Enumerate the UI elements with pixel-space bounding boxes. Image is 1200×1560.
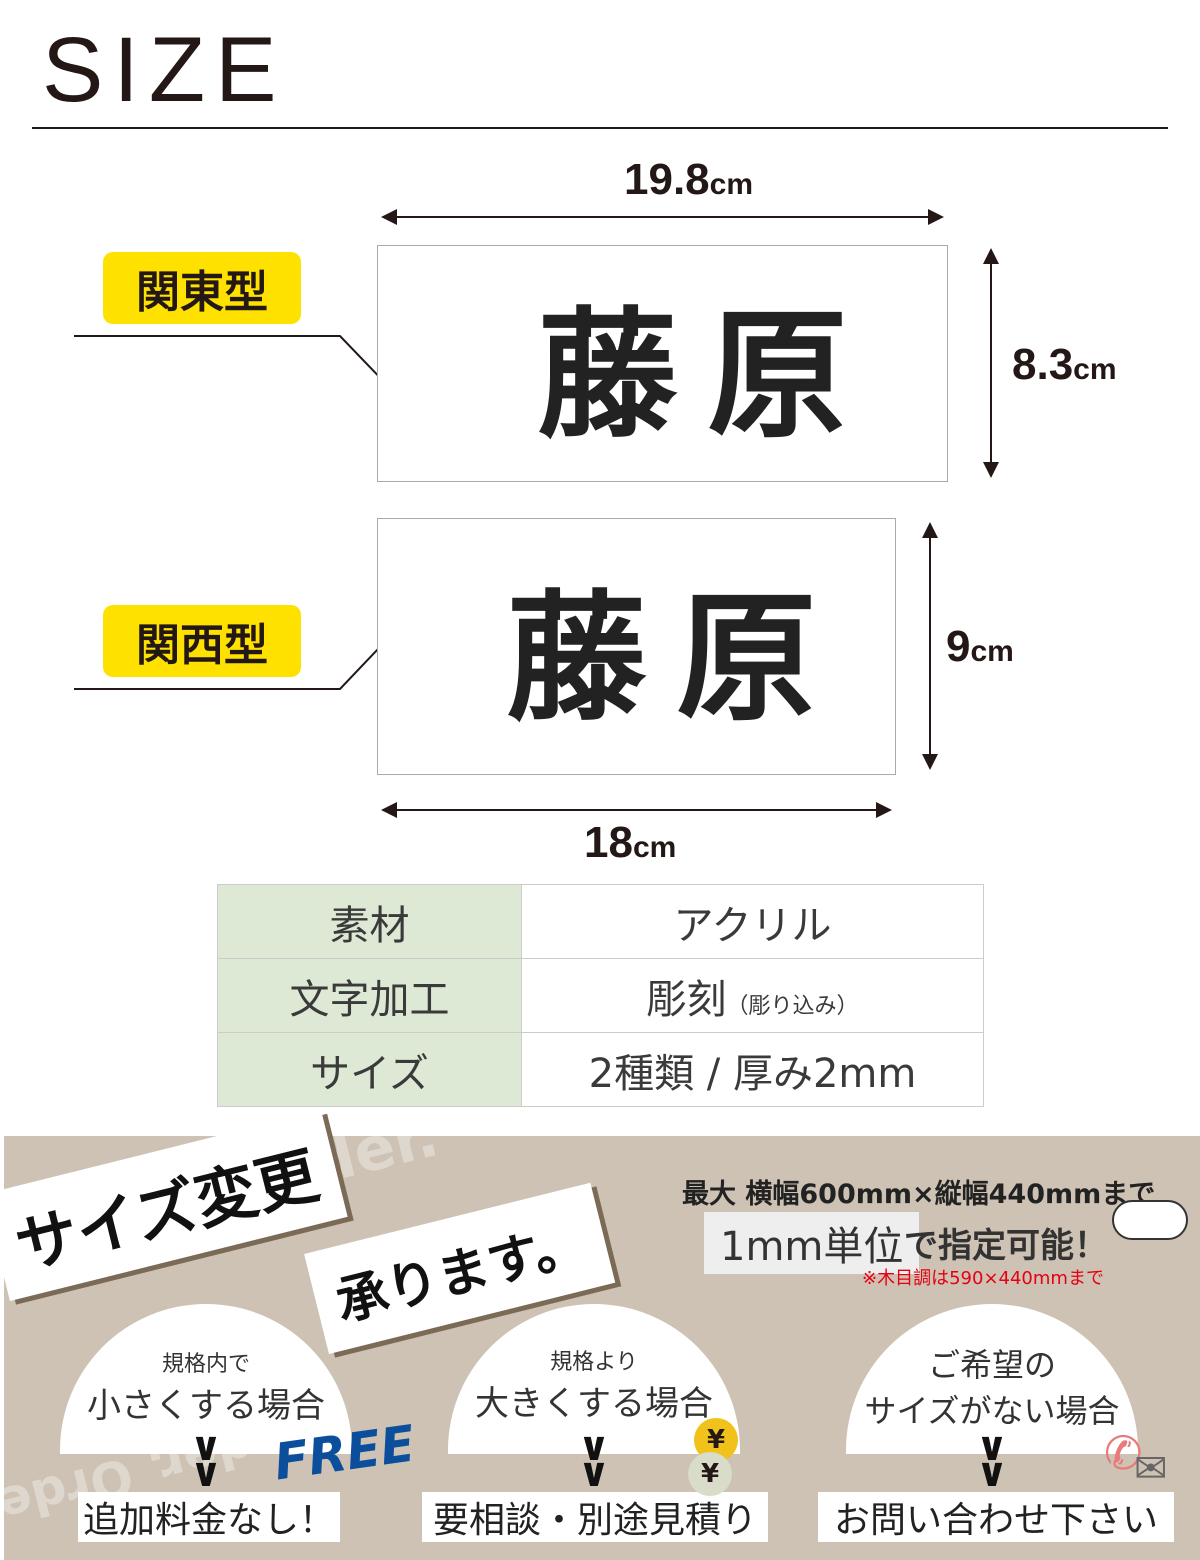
case-dome: ご希望のサイズがない場合 — [846, 1304, 1138, 1454]
size-change-banner: Order. Order. Order. Order. サイズ変更 承ります。 … — [0, 1100, 1200, 1560]
mail-icon: ✉ — [1134, 1446, 1168, 1492]
case-result: 追加料金なし！ — [78, 1492, 340, 1542]
dimension-diagram — [74, 209, 999, 818]
wood-note: ※木目調は590×440mmまで — [862, 1268, 1104, 1289]
yen-coin-icon: ¥ — [688, 1452, 732, 1496]
chevron-down-icon: ∨∨ — [975, 1424, 1009, 1496]
page-title: SIZE — [42, 19, 287, 121]
case-large: 規格より大きくする場合 ∨∨ — [448, 1304, 740, 1493]
kanto-nameplate: 藤原 — [377, 245, 948, 482]
spec-value: アクリル — [521, 884, 984, 959]
spec-key: 文字加工 — [217, 958, 522, 1033]
kansai-width-label: 18cm — [584, 818, 677, 867]
table-row: 文字加工彫刻（彫り込み） — [217, 958, 984, 1033]
spec-key: 素材 — [217, 884, 522, 959]
unit-text: で指定可能！ — [904, 1226, 1108, 1266]
kanto-width-label: 19.8cm — [624, 155, 753, 204]
kansai-type-badge: 関西型 — [103, 605, 301, 677]
spec-value: 2種類 / 厚み2mm — [521, 1032, 984, 1107]
kansai-nameplate: 藤原 — [377, 518, 896, 775]
max-size-text: 最大 横幅600mm×縦幅440mmまで — [682, 1179, 1156, 1210]
chevron-down-icon: ∨∨ — [189, 1424, 223, 1496]
case-small: 規格内で小さくする場合 ∨∨ — [60, 1304, 352, 1493]
kanto-type-badge: 関東型 — [103, 252, 301, 324]
table-row: 素材アクリル — [217, 884, 984, 959]
case-dome: 規格内で小さくする場合 — [60, 1304, 352, 1454]
case-none: ご希望のサイズがない場合 ∨∨ — [846, 1304, 1138, 1493]
tape-measure-icon — [1112, 1200, 1188, 1240]
kanto-height-label: 8.3cm — [1012, 340, 1117, 389]
title-divider — [32, 127, 1168, 129]
case-dome: 規格より大きくする場合 — [448, 1304, 740, 1454]
case-result: お問い合わせ下さい — [818, 1492, 1174, 1542]
kansai-height-label: 9cm — [946, 622, 1014, 671]
unit-badge: 1mm単位 — [704, 1212, 920, 1274]
case-result: 要相談・別途見積り — [422, 1492, 768, 1542]
kanto-leader-line — [74, 335, 417, 416]
spec-key: サイズ — [217, 1032, 522, 1107]
headline-size-change: サイズ変更 — [0, 1110, 348, 1301]
chevron-down-icon: ∨∨ — [577, 1424, 611, 1496]
phone-icon: ✆ — [1104, 1426, 1143, 1480]
spec-value: 彫刻（彫り込み） — [521, 958, 984, 1033]
